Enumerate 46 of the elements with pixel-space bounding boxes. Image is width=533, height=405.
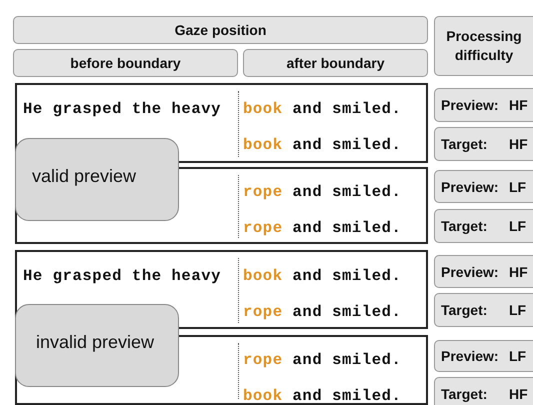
frequency-label: LF [509,218,526,234]
condition-label: invalid preview [36,332,154,353]
sentence-text: He grasped the heavy [23,100,222,118]
header-label: before boundary [70,54,181,72]
sentence-text: book and smiled. [243,267,402,285]
header-box [13,16,428,44]
sentence-text: book and smiled. [243,100,402,118]
frequency-label: HF [509,136,528,152]
difficulty-box [434,377,533,405]
difficulty-box [434,127,533,161]
condition-label: Preview: [441,348,499,364]
header-label: Processing difficulty [445,27,523,65]
condition-tooltip [15,304,179,387]
frequency-label: LF [509,348,526,364]
difficulty-box [434,340,533,372]
frequency-label: LF [509,178,526,194]
sentence-text: book and smiled. [243,136,402,154]
sentence-text: rope and smiled. [243,219,402,237]
condition-label: Target: [441,218,488,234]
difficulty-box [434,293,533,327]
sentence-text: book and smiled. [243,387,402,405]
frequency-label: HF [509,264,528,280]
frequency-label: HF [509,386,528,402]
difficulty-box [434,88,533,122]
condition-label: valid preview [32,166,136,187]
header-box [243,49,428,77]
header-box [13,49,238,77]
sentence-text: rope and smiled. [243,183,402,201]
sentence-text: He grasped the heavy [23,267,222,285]
difficulty-box [434,170,533,203]
header-label: Gaze position [174,20,266,40]
condition-label: Target: [441,136,488,152]
difficulty-box [434,255,533,288]
header-box [434,16,533,76]
frequency-label: LF [509,302,526,318]
condition-label: Preview: [441,264,499,280]
sentence-text: rope and smiled. [243,351,402,369]
frequency-label: HF [509,97,528,113]
condition-tooltip [15,138,179,221]
difficulty-box [434,209,533,243]
condition-label: Preview: [441,97,499,113]
header-label: after boundary [286,54,384,72]
condition-label: Target: [441,386,488,402]
sentence-text: rope and smiled. [243,303,402,321]
condition-label: Preview: [441,178,499,194]
condition-label: Target: [441,302,488,318]
